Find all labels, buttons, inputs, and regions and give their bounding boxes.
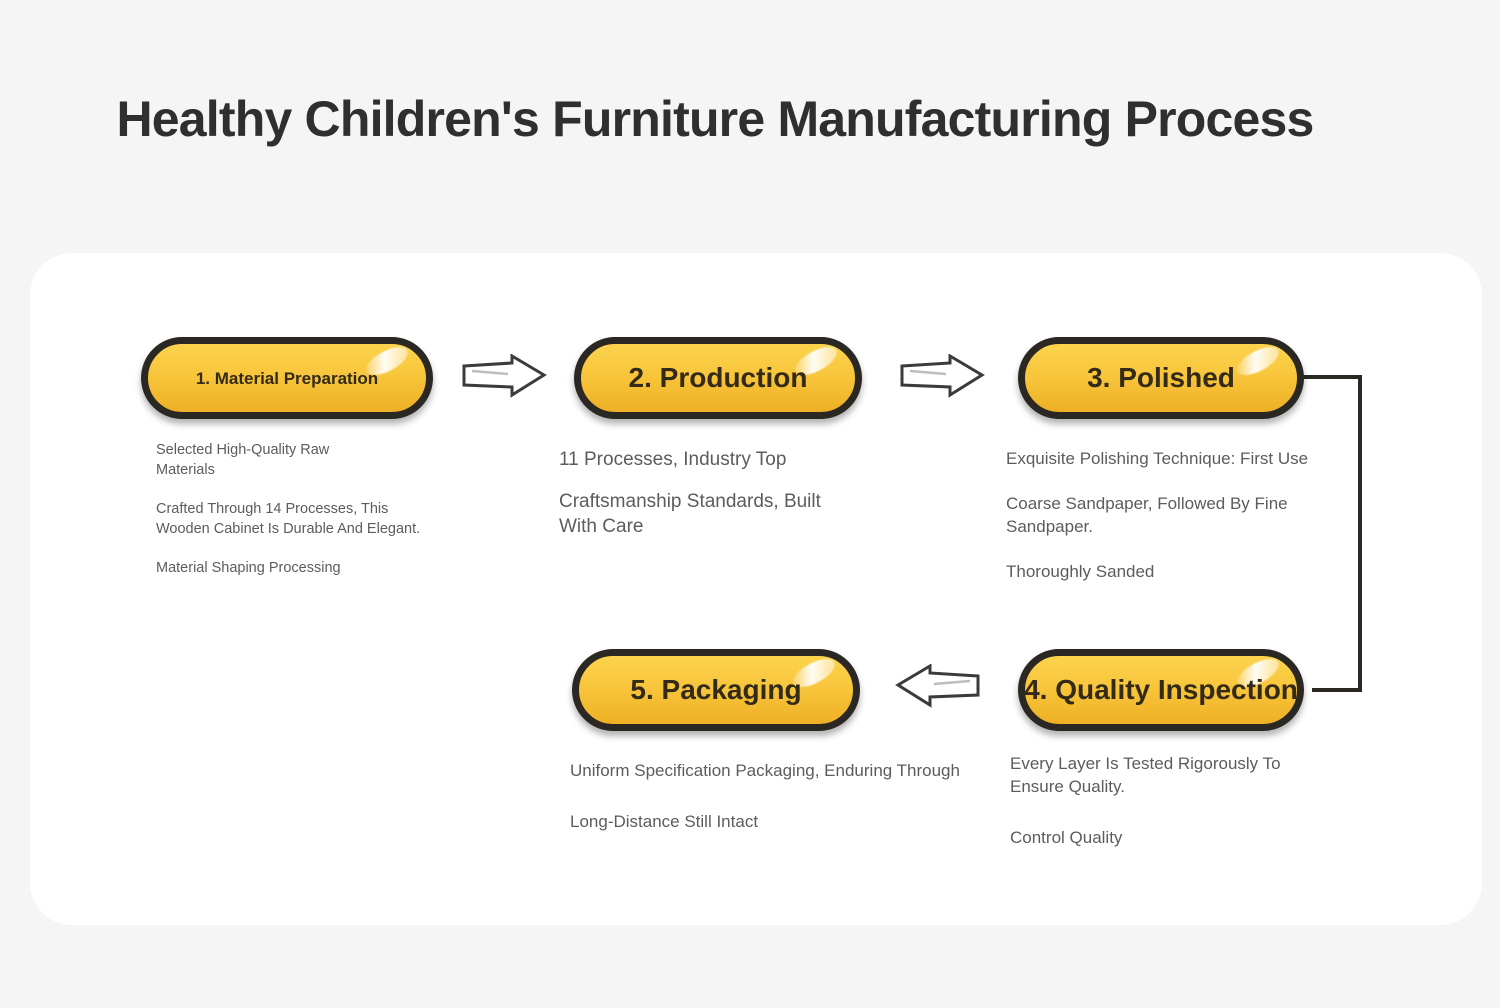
arrow-right-icon [900,354,985,398]
desc-line: Wooden Cabinet Is Durable And Elegant. [156,520,421,537]
node-material-preparation[interactable]: 1. Material Preparation [141,337,433,419]
desc-line: Material Shaping Processing [156,560,341,577]
spacer [156,539,486,559]
desc-line: Exquisite Polishing Technique: First Use [1006,449,1309,468]
description-polished: Exquisite Polishing Technique: First Use… [1006,448,1366,584]
description-production: 11 Processes, Industry Top Craftsmanship… [559,447,909,540]
node-polished[interactable]: 3. Polished [1018,337,1304,419]
desc-line: Materials [156,461,215,478]
desc-line: Ensure Quality. [1010,776,1125,796]
spacer [156,480,486,500]
desc-line: Selected High-Quality Raw [156,442,330,458]
node-quality-inspection[interactable]: 4. Quality Inspection [1018,649,1304,731]
node-packaging[interactable]: 5. Packaging [572,649,860,731]
node-label: 1. Material Preparation [195,368,379,388]
desc-line: Uniform Specification Packaging, Endurin… [570,761,960,780]
node-label: 2. Production [628,362,808,393]
desc-line: Long-Distance Still Intact [570,811,759,831]
description-packaging: Uniform Specification Packaging, Endurin… [570,760,1090,834]
desc-line: Every Layer Is Tested Rigorously To [1010,754,1281,773]
desc-line: With Care [559,516,644,538]
arrow-right-icon [462,354,547,398]
desc-line: 11 Processes, Industry Top [559,449,787,470]
spacer [559,473,909,489]
page-title: Healthy Children's Furniture Manufacturi… [116,91,1314,147]
desc-line: Coarse Sandpaper, Followed By Fine [1006,493,1288,513]
node-label: 3. Polished [1087,362,1235,393]
node-label: 5. Packaging [630,674,802,705]
description-material-preparation: Selected High-Quality Raw Materials Craf… [156,441,486,579]
desc-line: Sandpaper. [1006,516,1093,536]
desc-line: Crafted Through 14 Processes, This [156,501,389,518]
elbow-connector-icon [1298,375,1362,692]
gloss-highlight-icon [1232,341,1284,381]
node-production[interactable]: 2. Production [574,337,862,419]
spacer [1010,799,1340,827]
description-quality-inspection: Every Layer Is Tested Rigorously To Ensu… [1010,753,1340,850]
node-label: 4. Quality Inspection [1024,674,1298,705]
desc-line: Control Quality [1010,827,1123,847]
desc-line: Thoroughly Sanded [1006,561,1155,581]
desc-line: Craftsmanship Standards, Built [559,490,821,512]
arrow-left-icon [895,664,980,708]
